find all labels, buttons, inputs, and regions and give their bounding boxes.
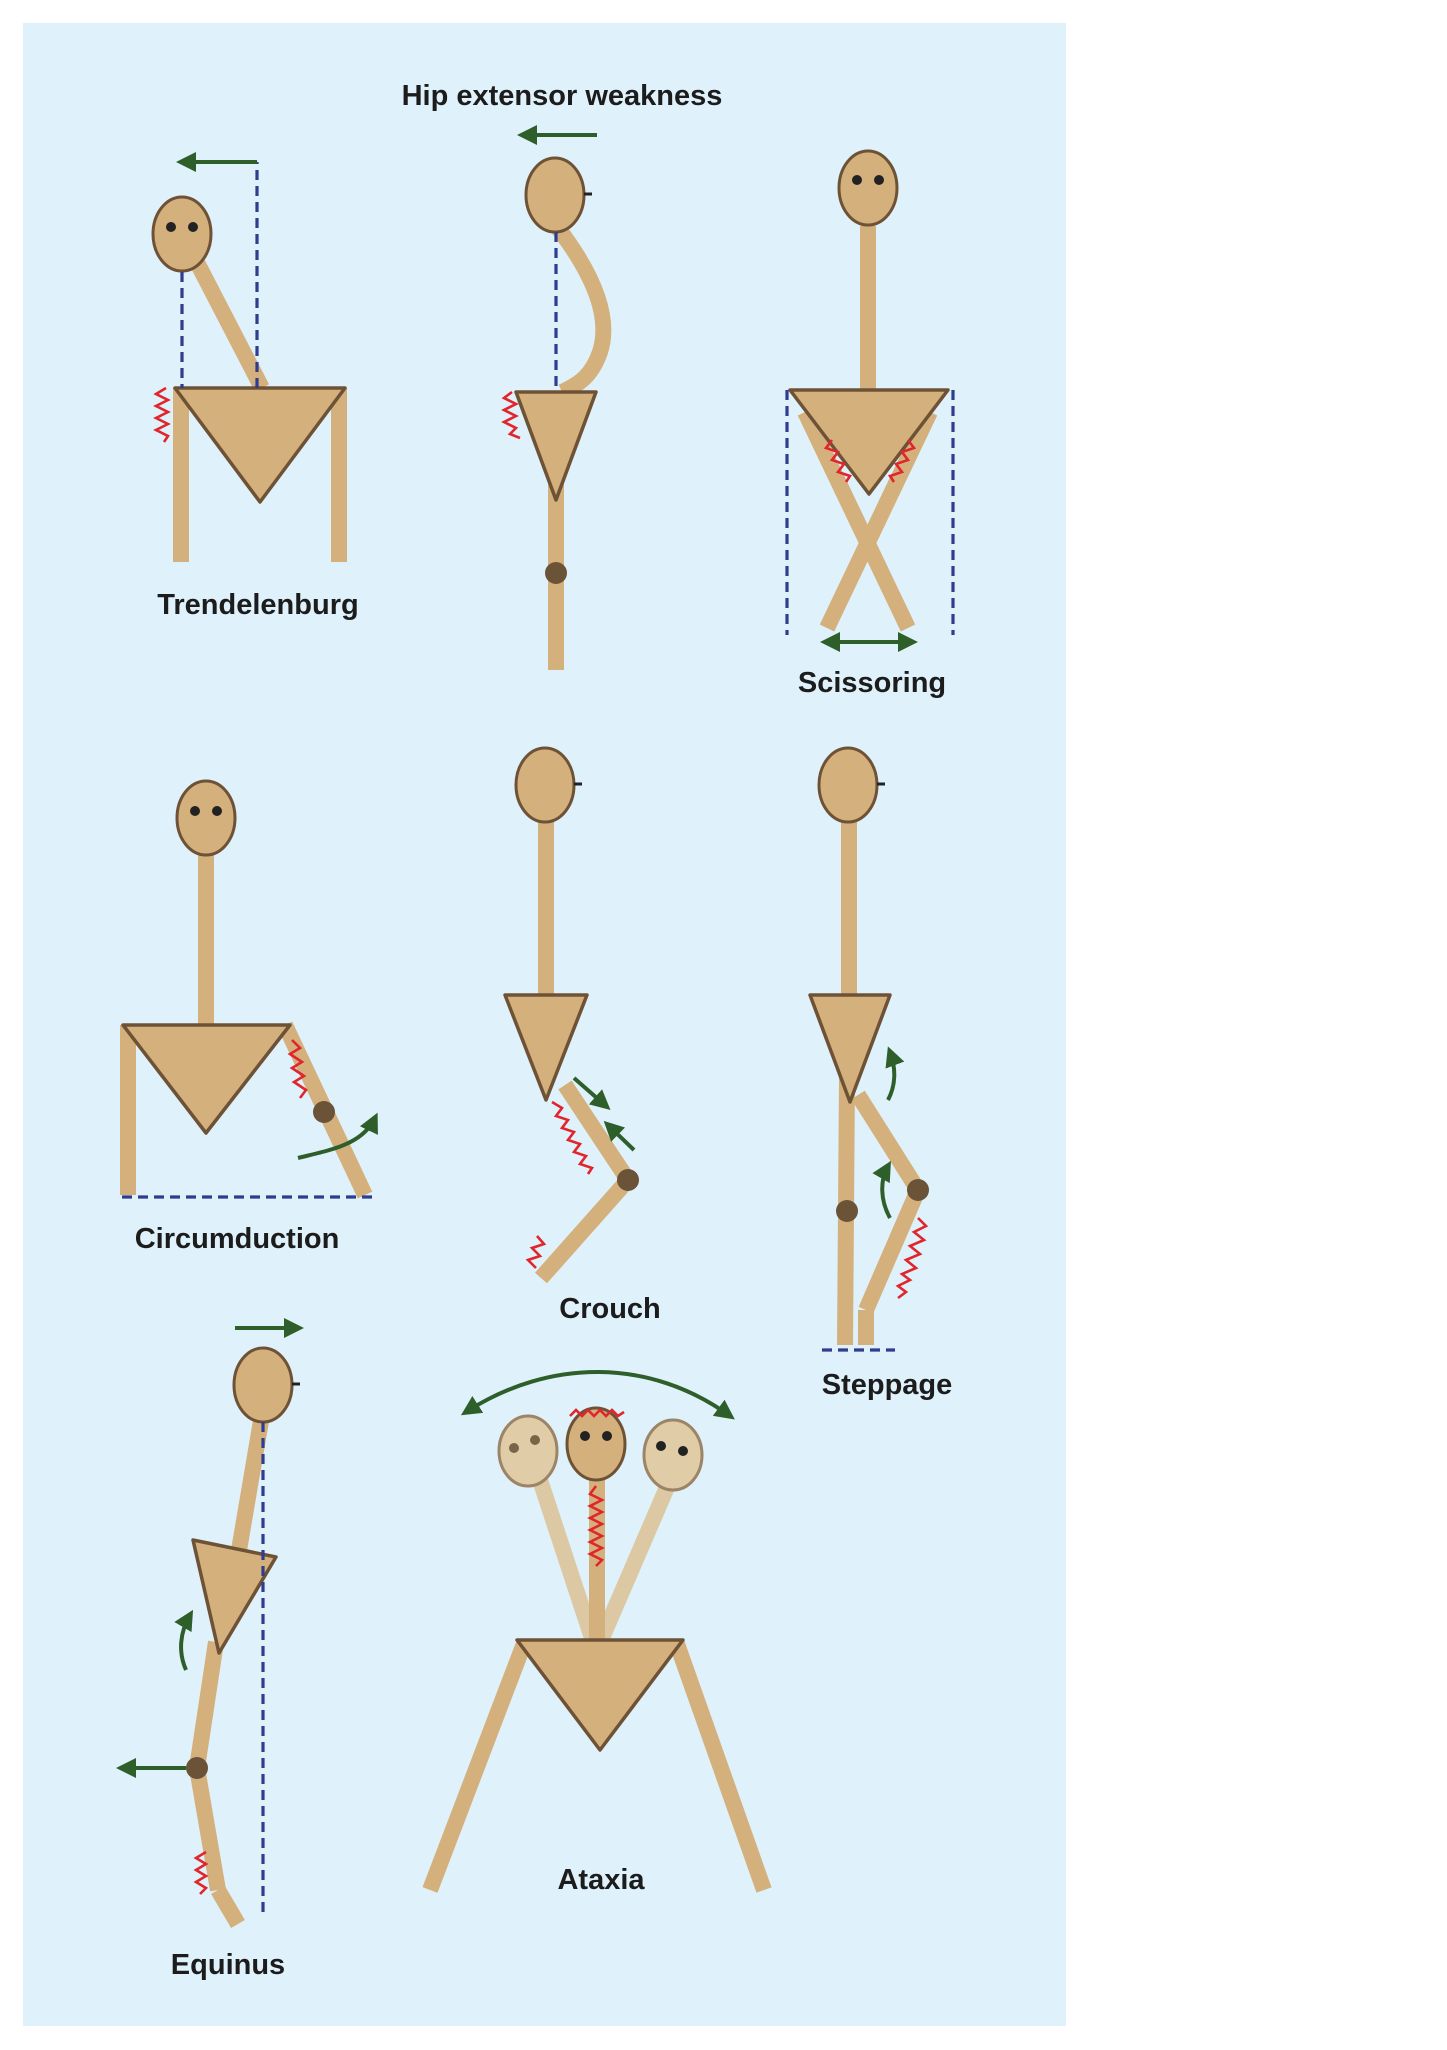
hip-extensor-label: Hip extensor weakness <box>402 80 723 112</box>
equinus-label: Equinus <box>171 1949 285 1981</box>
steppage-label: Steppage <box>822 1369 953 1401</box>
ataxia-figure: Ataxia <box>422 1370 772 1896</box>
circumduction-figure: Circumduction <box>120 779 378 1255</box>
trendelenburg-label: Trendelenburg <box>157 589 358 621</box>
equinus-figure: Equinus <box>116 1318 304 1981</box>
trendelenburg-figure: Trendelenburg <box>151 152 359 621</box>
ataxia-label: Ataxia <box>557 1864 645 1896</box>
crouch-label: Crouch <box>559 1293 661 1325</box>
crouch-figure: Crouch <box>503 746 661 1325</box>
hip-extensor-figure <box>501 125 612 670</box>
steppage-figure: Steppage <box>808 746 953 1401</box>
scissoring-label: Scissoring <box>798 667 946 699</box>
scissoring-figure: Scissoring <box>785 149 955 699</box>
circumduction-label: Circumduction <box>135 1223 340 1255</box>
